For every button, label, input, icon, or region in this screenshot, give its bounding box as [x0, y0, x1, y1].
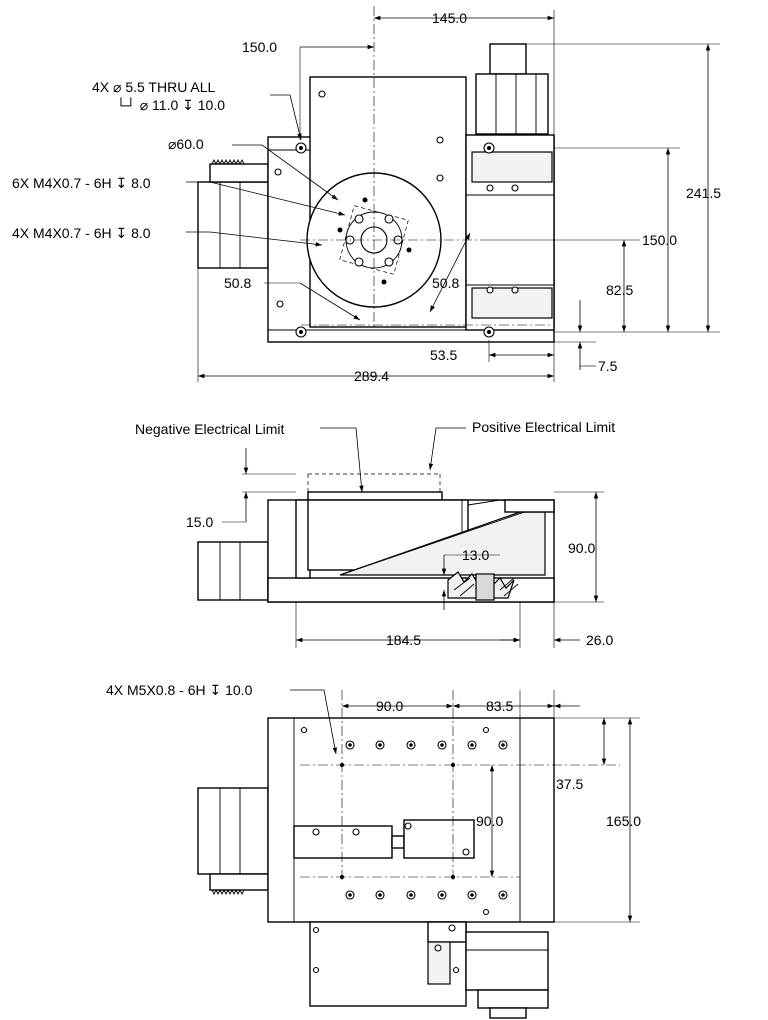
- motor-top-right: [475, 43, 549, 135]
- dim-bolt-circle-left: 50.8: [224, 275, 251, 291]
- corner-mounting-holes: [274, 90, 519, 338]
- dim-top-145: 145.0: [432, 10, 467, 26]
- side-motor: [197, 541, 269, 601]
- tap-note-4x: 4X M4X0.7 - 6H ↧ 8.0: [12, 225, 151, 241]
- dim-offset-53: 53.5: [430, 347, 457, 363]
- dim-bottom-83: 83.5: [486, 698, 513, 714]
- top-view: 145.0 150.0 4X ⌀ 5.5 THRU ALL └┘ ⌀ 11.0 …: [12, 6, 721, 384]
- dim-bottom-37: 37.5: [556, 776, 583, 792]
- dim-bottom-90-vert: 90.0: [476, 813, 503, 829]
- dim-height-241: 241.5: [686, 185, 721, 201]
- hole-note-line1: 4X ⌀ 5.5 THRU ALL: [92, 79, 216, 95]
- dim-height-82: 82.5: [606, 282, 633, 298]
- bottom-motor: [197, 787, 269, 875]
- dim-side-13: 13.0: [462, 547, 489, 563]
- negative-limit-label: Negative Electrical Limit: [135, 421, 284, 437]
- dim-bottom-90-horiz: 90.0: [376, 698, 403, 714]
- dim-height-150: 150.0: [642, 232, 677, 248]
- right-carriage: [465, 134, 555, 331]
- dim-bolt-circle-right: 50.8: [432, 275, 459, 291]
- limit-switch-right: [403, 819, 475, 859]
- dim-travel-15: 15.0: [186, 514, 213, 530]
- dim-side-26: 26.0: [586, 632, 613, 648]
- dim-side-90: 90.0: [568, 540, 595, 556]
- dim-bottom-165: 165.0: [606, 813, 641, 829]
- tap-note-6x: 6X M4X0.7 - 6H ↧ 8.0: [12, 175, 151, 191]
- dia-table-label: ⌀60.0: [168, 136, 204, 152]
- dim-offset-7: 7.5: [598, 358, 618, 374]
- dim-side-184: 184.5: [386, 632, 421, 648]
- positive-limit-label: Positive Electrical Limit: [472, 419, 615, 435]
- tap-note-m5: 4X M5X0.8 - 6H ↧ 10.0: [106, 682, 253, 698]
- dim-length-289: 289.4: [354, 368, 389, 384]
- limit-switch-left: [293, 825, 393, 859]
- side-view: Negative Electrical Limit Positive Elect…: [135, 419, 615, 648]
- motor-left: [197, 158, 269, 269]
- hole-note-line2: └┘ ⌀ 11.0 ↧ 10.0: [116, 97, 225, 113]
- bearing-section: [447, 571, 519, 601]
- dim-top-150: 150.0: [242, 39, 277, 55]
- bottom-view: 4X M5X0.8 - 6H ↧ 10.0 90.0 83.5 37.5 90.…: [106, 682, 641, 1019]
